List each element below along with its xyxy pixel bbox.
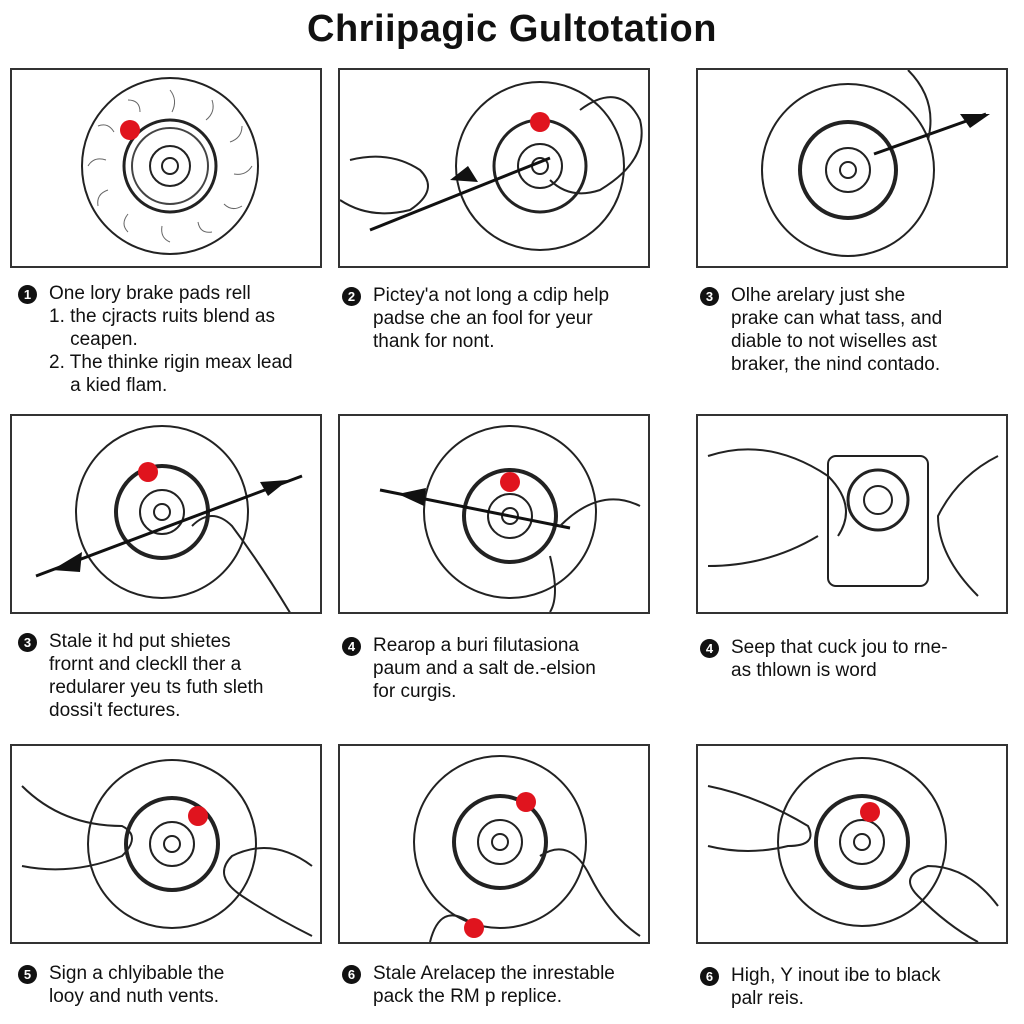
step-number-badge: 4 [700, 639, 719, 658]
step-caption: 1 One lory brake pads rell 1. the cjract… [18, 282, 328, 397]
step-8-illustration [338, 744, 650, 944]
step-number-badge: 6 [342, 965, 361, 984]
step-caption: 4 Rearop a buri filutasiona paum and a s… [342, 634, 672, 703]
step-text: One lory brake pads rell 1. the cjracts … [49, 283, 293, 396]
step-3-illustration [696, 68, 1008, 268]
step-caption: 5 Sign a chlyibable the looy and nuth ve… [18, 962, 328, 1008]
step-9-illustration [696, 744, 1008, 944]
page-title: Chriipagic Gultotation [307, 8, 717, 50]
step-caption: 6 High, Y inout ibe to black palr reis. [700, 964, 1020, 1010]
step-text: Seep that cuck jou to rne- as thlown is … [731, 637, 948, 681]
step-number-badge: 2 [342, 287, 361, 306]
step-number-badge: 1 [18, 285, 37, 304]
step-text: Rearop a buri filutasiona paum and a sal… [373, 635, 596, 702]
step-number-badge: 4 [342, 637, 361, 656]
brake-caliper-drawing [707, 448, 999, 597]
step-caption: 3 Olhe arelary just she prake can what t… [700, 284, 1020, 376]
brake-rotor-drawing [81, 77, 259, 255]
brake-rotor-drawing [761, 70, 990, 257]
step-caption: 2 Pictey'a not long a cdip help padse ch… [342, 284, 672, 353]
step-7-illustration [10, 744, 322, 944]
step-4-illustration [10, 414, 322, 614]
step-1-illustration [10, 68, 322, 268]
step-2-illustration [338, 68, 650, 268]
brake-rotor-drawing [340, 81, 643, 251]
step-caption: 6 Stale Arelacep the inrestable pack the… [342, 962, 682, 1008]
step-number-badge: 6 [700, 967, 719, 986]
brake-rotor-drawing [21, 759, 313, 937]
step-6-illustration [696, 414, 1008, 614]
step-text: High, Y inout ibe to black palr reis. [731, 965, 941, 1009]
step-text: Stale it hd put shietes frornt and cleck… [49, 631, 264, 721]
brake-rotor-drawing [707, 757, 999, 942]
step-text: Olhe arelary just she prake can what tas… [731, 285, 943, 375]
brake-rotor-drawing [379, 425, 641, 612]
step-text: Stale Arelacep the inrestable pack the R… [373, 963, 615, 1007]
step-number-badge: 5 [18, 965, 37, 984]
step-number-badge: 3 [18, 633, 37, 652]
step-text: Pictey'a not long a cdip help padse che … [373, 285, 610, 352]
step-caption: 3 Stale it hd put shietes frornt and cle… [18, 630, 328, 722]
step-5-illustration [338, 414, 650, 614]
brake-rotor-drawing [413, 755, 641, 942]
step-caption: 4 Seep that cuck jou to rne- as thlown i… [700, 636, 1020, 682]
step-text: Sign a chlyibable the looy and nuth vent… [49, 963, 225, 1007]
step-number-badge: 3 [700, 287, 719, 306]
brake-rotor-drawing [35, 425, 303, 612]
